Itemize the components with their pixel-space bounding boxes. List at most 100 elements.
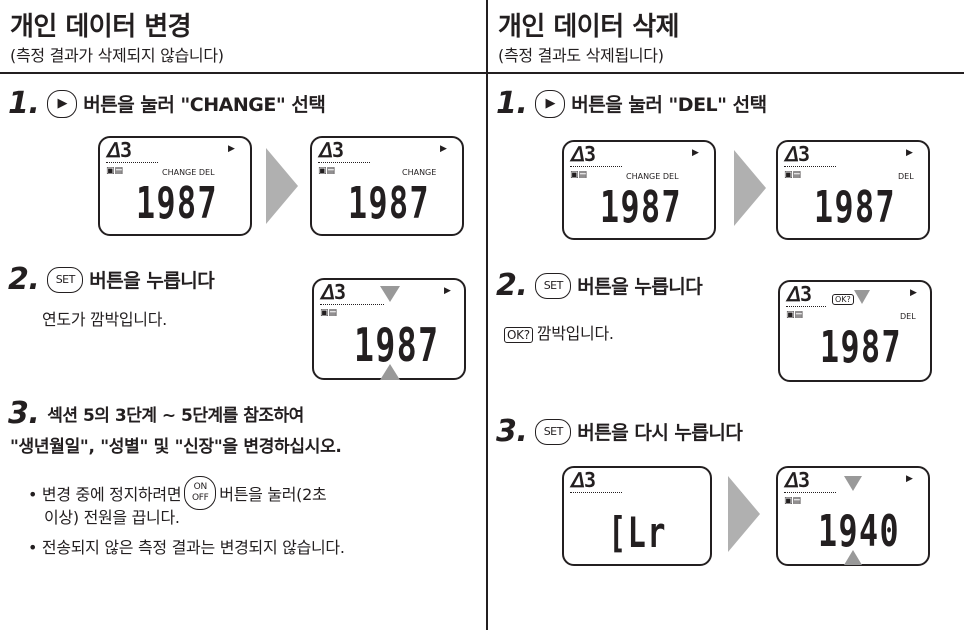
calendar-icon: ▣▤	[318, 166, 336, 176]
ok-icon: OK?	[504, 327, 533, 343]
dotted-line	[570, 166, 622, 167]
step-text: 버튼을 누릅니다	[89, 270, 215, 292]
play-blink-icon: ▶	[440, 144, 447, 154]
step2-note: OK?깜박입니다.	[504, 320, 614, 344]
set-button-icon: SET	[535, 272, 572, 299]
lcd-year: 1987	[814, 182, 897, 233]
person-icon: 𝛥3	[106, 138, 133, 162]
step-number: 2.	[8, 262, 40, 297]
dotted-line	[784, 166, 836, 167]
bullet-text: 버튼을 눌러(2초	[219, 485, 327, 504]
lcd-year: 1987	[348, 178, 431, 229]
lcd-display: 𝛥3 ▣▤ CHANGE DEL 1987 ▶	[562, 140, 716, 240]
person-icon: 𝛥3	[320, 280, 347, 304]
dotted-line	[786, 306, 826, 307]
step-number: 1.	[496, 86, 528, 121]
set-button-icon: SET	[47, 266, 84, 293]
calendar-icon: ▣▤	[320, 308, 338, 318]
play-blink-icon: ▶	[910, 288, 917, 298]
lcd-options: DEL	[898, 172, 914, 181]
note-text: 깜박입니다.	[536, 324, 614, 343]
step-text: 버튼을 눌러 "DEL" 선택	[571, 94, 767, 116]
lcd-year: 1940	[818, 506, 901, 557]
play-blink-icon: ▶	[444, 286, 451, 296]
calendar-icon: ▣▤	[570, 170, 588, 180]
dotted-line	[570, 492, 622, 493]
delete-title: 개인 데이터 삭제	[498, 12, 680, 42]
next-arrow-icon	[734, 150, 766, 226]
step-text: 버튼을 눌러 "CHANGE" 선택	[83, 94, 326, 116]
person-icon: 𝛥3	[570, 142, 597, 166]
person-icon: 𝛥3	[786, 282, 813, 306]
delete-subtitle: (측정 결과도 삭제됩니다)	[498, 46, 664, 65]
change-step2: 2. SET 버튼을 누릅니다	[8, 262, 215, 297]
person-icon: 𝛥3	[570, 468, 597, 492]
delete-step2: 2. SET 버튼을 누릅니다	[496, 268, 703, 303]
delete-step1: 1. ▶ 버튼을 눌러 "DEL" 선택	[496, 86, 767, 121]
lcd-display: 𝛥3 [Lr	[562, 466, 712, 566]
play-blink-icon: ▶	[692, 148, 699, 158]
dotted-line	[320, 304, 384, 305]
ok-icon: OK?	[832, 294, 854, 305]
change-title: 개인 데이터 변경	[10, 12, 192, 42]
step-text: 섹션 5의 3단계 ~ 5단계를 참조하여	[47, 406, 304, 426]
dotted-line	[784, 492, 836, 493]
lcd-display: 𝛥3 ▣▤ CHANGE DEL 1987 ▶	[98, 136, 252, 236]
bullet-results: • 전송되지 않은 측정 결과는 변경되지 않습니다.	[28, 538, 345, 557]
lcd-year: 1987	[136, 178, 219, 229]
step2-note: 연도가 깜박입니다.	[42, 310, 167, 329]
delete-step3: 3. SET 버튼을 다시 누릅니다	[496, 414, 743, 449]
column-divider	[486, 0, 488, 630]
step-number: 1.	[8, 86, 40, 121]
step-text: 버튼을 다시 누릅니다	[577, 422, 743, 444]
play-button-icon: ▶	[535, 89, 566, 118]
blink-marker-icon	[380, 286, 400, 302]
next-arrow-icon	[728, 476, 760, 552]
play-blink-icon: ▶	[228, 144, 235, 154]
bullet-text: • 변경 중에 정지하려면	[28, 485, 182, 504]
lcd-display: 𝛥3 ▣▤ DEL 1987 ▶	[776, 140, 930, 240]
lcd-display: 𝛥3 ▣▤ CHANGE 1987 ▶	[310, 136, 464, 236]
step-number: 3.	[496, 414, 528, 449]
lcd-display: 𝛥3 ▣▤ 1940 ▶	[776, 466, 930, 566]
blink-marker-icon	[844, 476, 862, 491]
lcd-year: 1987	[820, 322, 903, 373]
step-number: 3.	[8, 396, 40, 431]
lcd-options: CHANGE	[402, 168, 437, 177]
step-number: 2.	[496, 268, 528, 303]
dotted-line	[106, 162, 158, 163]
next-arrow-icon	[266, 148, 298, 224]
blink-marker-icon	[380, 364, 400, 380]
step-text: 버튼을 누릅니다	[577, 276, 703, 298]
calendar-icon: ▣▤	[784, 496, 802, 506]
change-section: 개인 데이터 변경 (측정 결과가 삭제되지 않습니다) 1. ▶ 버튼을 눌러…	[8, 12, 466, 557]
lcd-options: DEL	[900, 312, 916, 321]
dotted-line	[318, 162, 370, 163]
person-icon: 𝛥3	[784, 142, 811, 166]
change-step3: 3. 섹션 5의 3단계 ~ 5단계를 참조하여	[8, 396, 304, 431]
play-blink-icon: ▶	[906, 474, 913, 484]
person-icon: 𝛥3	[784, 468, 811, 492]
bullet-continue: 이상) 전원을 끕니다.	[44, 508, 180, 527]
lcd-options: CHANGE DEL	[626, 172, 679, 181]
header-divider	[0, 72, 964, 74]
calendar-icon: ▣▤	[106, 166, 124, 176]
lcd-options: CHANGE DEL	[162, 168, 215, 177]
lcd-display: 𝛥3 ▣▤ 1987 ▶	[312, 278, 466, 380]
lcd-display: 𝛥3 ▣▤ OK? DEL 1987 ▶	[778, 280, 932, 382]
delete-section: 개인 데이터 삭제 (측정 결과도 삭제됩니다) 1. ▶ 버튼을 눌러 "DE…	[488, 0, 964, 630]
blink-marker-icon	[854, 290, 870, 304]
step3-text2: "생년월일", "성별" 및 "신장"을 변경하십시오.	[10, 437, 342, 457]
person-icon: 𝛥3	[318, 138, 345, 162]
change-subtitle: (측정 결과가 삭제되지 않습니다)	[10, 46, 224, 65]
lcd-clear-text: [Lr	[608, 508, 667, 557]
calendar-icon: ▣▤	[784, 170, 802, 180]
lcd-year: 1987	[600, 182, 683, 233]
play-button-icon: ▶	[47, 89, 78, 118]
lcd-year: 1987	[354, 318, 440, 372]
calendar-icon: ▣▤	[786, 310, 804, 320]
blink-marker-icon	[844, 550, 862, 565]
set-button-icon: SET	[535, 418, 572, 445]
